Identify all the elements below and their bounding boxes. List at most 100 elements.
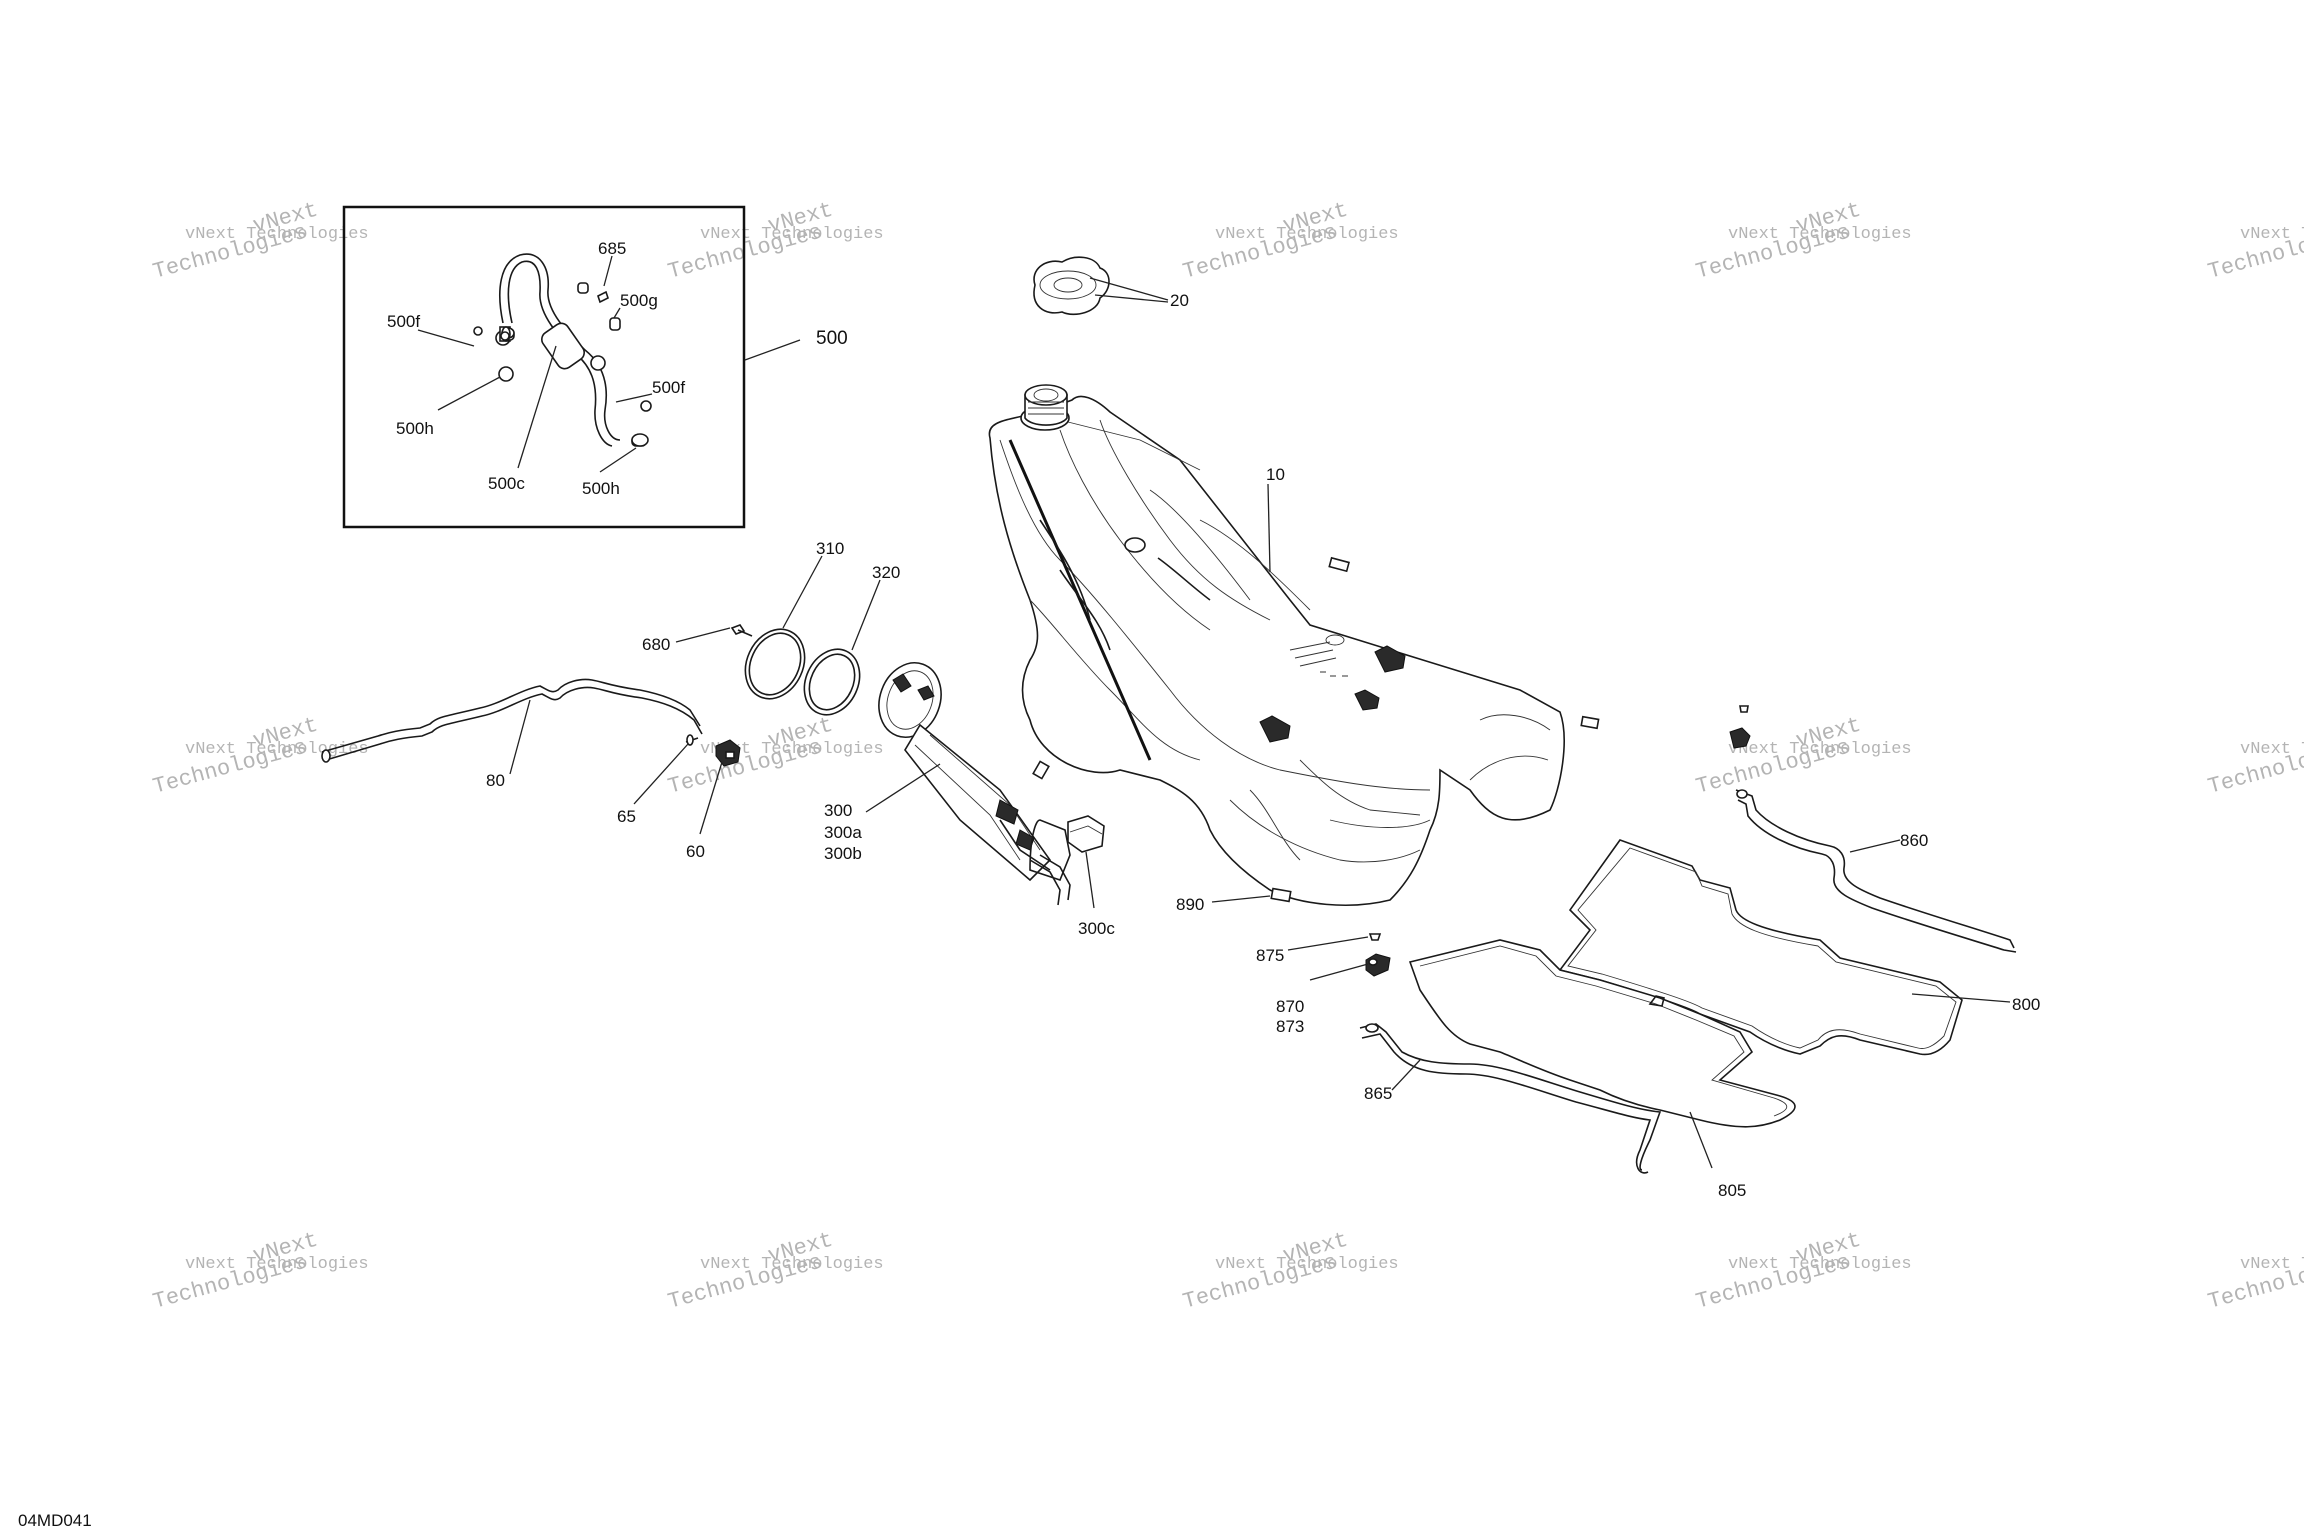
leader-65: [633, 743, 689, 805]
hose-kit-inset: 685 500f 500g 500f 500h 500c 500h 500: [342, 205, 848, 529]
leader-500h-b: [599, 447, 637, 473]
callout-300a: 300a: [824, 823, 862, 842]
leader-860: [1849, 839, 1901, 853]
watermark-text: vNext Technologies: [700, 740, 884, 759]
clamp-500f-lower: [590, 355, 606, 371]
clip-870: [1365, 953, 1391, 977]
leader-20-b: [1089, 277, 1169, 301]
watermark: vNext Technologies Technologies vNext: [1180, 1228, 1398, 1315]
callout-300b: 300b: [824, 844, 862, 863]
leader-500: [744, 339, 801, 361]
fitting-500h-lower: [631, 433, 649, 447]
callout-500h-b: 500h: [582, 479, 620, 498]
leader-865: [1391, 1059, 1421, 1091]
callout-500c: 500c: [488, 474, 525, 493]
screw-680: [730, 624, 753, 637]
pump-filter-300c: [1067, 815, 1105, 853]
callout-300: 300: [824, 801, 852, 820]
watermark: vNext Technologies Technologies vNext: [1180, 198, 1398, 285]
callout-873: 873: [1276, 1017, 1304, 1036]
watermark-text: vNext Technologies: [700, 225, 884, 244]
watermark: vNext Technologies Technologies: [2205, 735, 2304, 800]
leader-680: [675, 627, 731, 643]
callout-870: 870: [1276, 997, 1304, 1016]
fuel-filter-500c: [541, 322, 585, 370]
watermark: vNext Technologies Technologies vNext: [1693, 713, 1911, 800]
leader-500f-a: [417, 329, 475, 347]
watermark: vNext Technologies Technologies: [2205, 1250, 2304, 1315]
watermark: vNext Technologies Technologies vNext: [150, 713, 368, 800]
callout-20: 20: [1170, 291, 1189, 310]
leader-320: [851, 579, 881, 651]
leader-60: [699, 761, 723, 835]
clip-small: [500, 331, 510, 341]
leader-300c: [1085, 851, 1095, 909]
hose-500-outline: [507, 260, 613, 447]
callout-860: 860: [1900, 831, 1928, 850]
callout-500g: 500g: [620, 291, 658, 310]
watermark: vNext Technologies Technologies: [2205, 220, 2304, 285]
clip-500g-b: [577, 282, 589, 294]
watermark-text: vNext Technologies: [2240, 740, 2304, 759]
callout-60: 60: [686, 842, 705, 861]
watermark-text: vNext Technologies: [2240, 225, 2304, 244]
callout-890: 890: [1176, 895, 1204, 914]
fuel-line-80: [321, 678, 703, 763]
leader-300: [865, 763, 941, 813]
leader-685: [603, 255, 613, 287]
washer-500f: [473, 326, 483, 336]
strap-860: [1729, 705, 2017, 953]
leader-800: [1911, 993, 2011, 1003]
washer-500f-lower: [640, 400, 652, 412]
hose-500: [499, 253, 621, 441]
screw-685: [597, 290, 609, 304]
watermark-text: vNext Technologies: [185, 1255, 369, 1274]
watermark: vNext Technologies Technologies vNext: [150, 198, 368, 285]
callout-65: 65: [617, 807, 636, 826]
strap-865: [1359, 1023, 1662, 1174]
leader-500c: [517, 345, 557, 469]
callout-320: 320: [872, 563, 900, 582]
clip-500g: [609, 317, 621, 331]
leader-500f-b: [615, 393, 653, 403]
leader-500h-a: [437, 376, 501, 411]
watermark-text: vNext Technologies: [1728, 225, 1912, 244]
callout-500f-a: 500f: [387, 312, 420, 331]
leader-875: [1287, 936, 1369, 951]
watermark-text: vNext Technologies: [1728, 740, 1912, 759]
watermark: vNext Technologies Technologies vNext: [150, 1228, 368, 1315]
callout-80: 80: [486, 771, 505, 790]
fuel-pump-300: [878, 662, 1071, 906]
screw-875: [1368, 933, 1382, 941]
seal-ring-310: [744, 628, 806, 700]
watermark: vNext Technologies Technologies vNext: [665, 1228, 883, 1315]
fuel-tank-10: 10: [988, 384, 1600, 906]
callout-865: 865: [1364, 1084, 1392, 1103]
clamp-65: [685, 734, 699, 746]
watermark-text: vNext Technologies: [1215, 225, 1399, 244]
leader-500g: [613, 307, 621, 319]
callout-500f-b: 500f: [652, 378, 685, 397]
inset-frame: [342, 205, 746, 529]
tank-seam: [1008, 439, 1152, 761]
leader-20: [1094, 294, 1169, 303]
callout-680: 680: [642, 635, 670, 654]
leader-80: [509, 699, 531, 775]
leader-10: [1267, 483, 1271, 573]
callout-300c: 300c: [1078, 919, 1115, 938]
lock-ring-320: [803, 648, 861, 716]
leader-310: [782, 555, 823, 629]
callout-500h-a: 500h: [396, 419, 434, 438]
diagram-id: 04MD041: [18, 1511, 92, 1530]
watermark-text: vNext Technologies: [1215, 1255, 1399, 1274]
callout-800: 800: [2012, 995, 2040, 1014]
callout-875: 875: [1256, 946, 1284, 965]
watermark-text: vNext Technologies: [1728, 1255, 1912, 1274]
watermark-text: vNext Technologies: [185, 225, 369, 244]
watermark: vNext Technologies Technologies vNext: [665, 198, 883, 285]
leader-890: [1211, 895, 1271, 903]
fuel-cap-20: 20: [1033, 256, 1189, 316]
watermark: vNext Technologies Technologies vNext: [1693, 198, 1911, 285]
leader-870: [1309, 963, 1369, 981]
watermark: vNext Technologies Technologies vNext: [1693, 1228, 1911, 1315]
